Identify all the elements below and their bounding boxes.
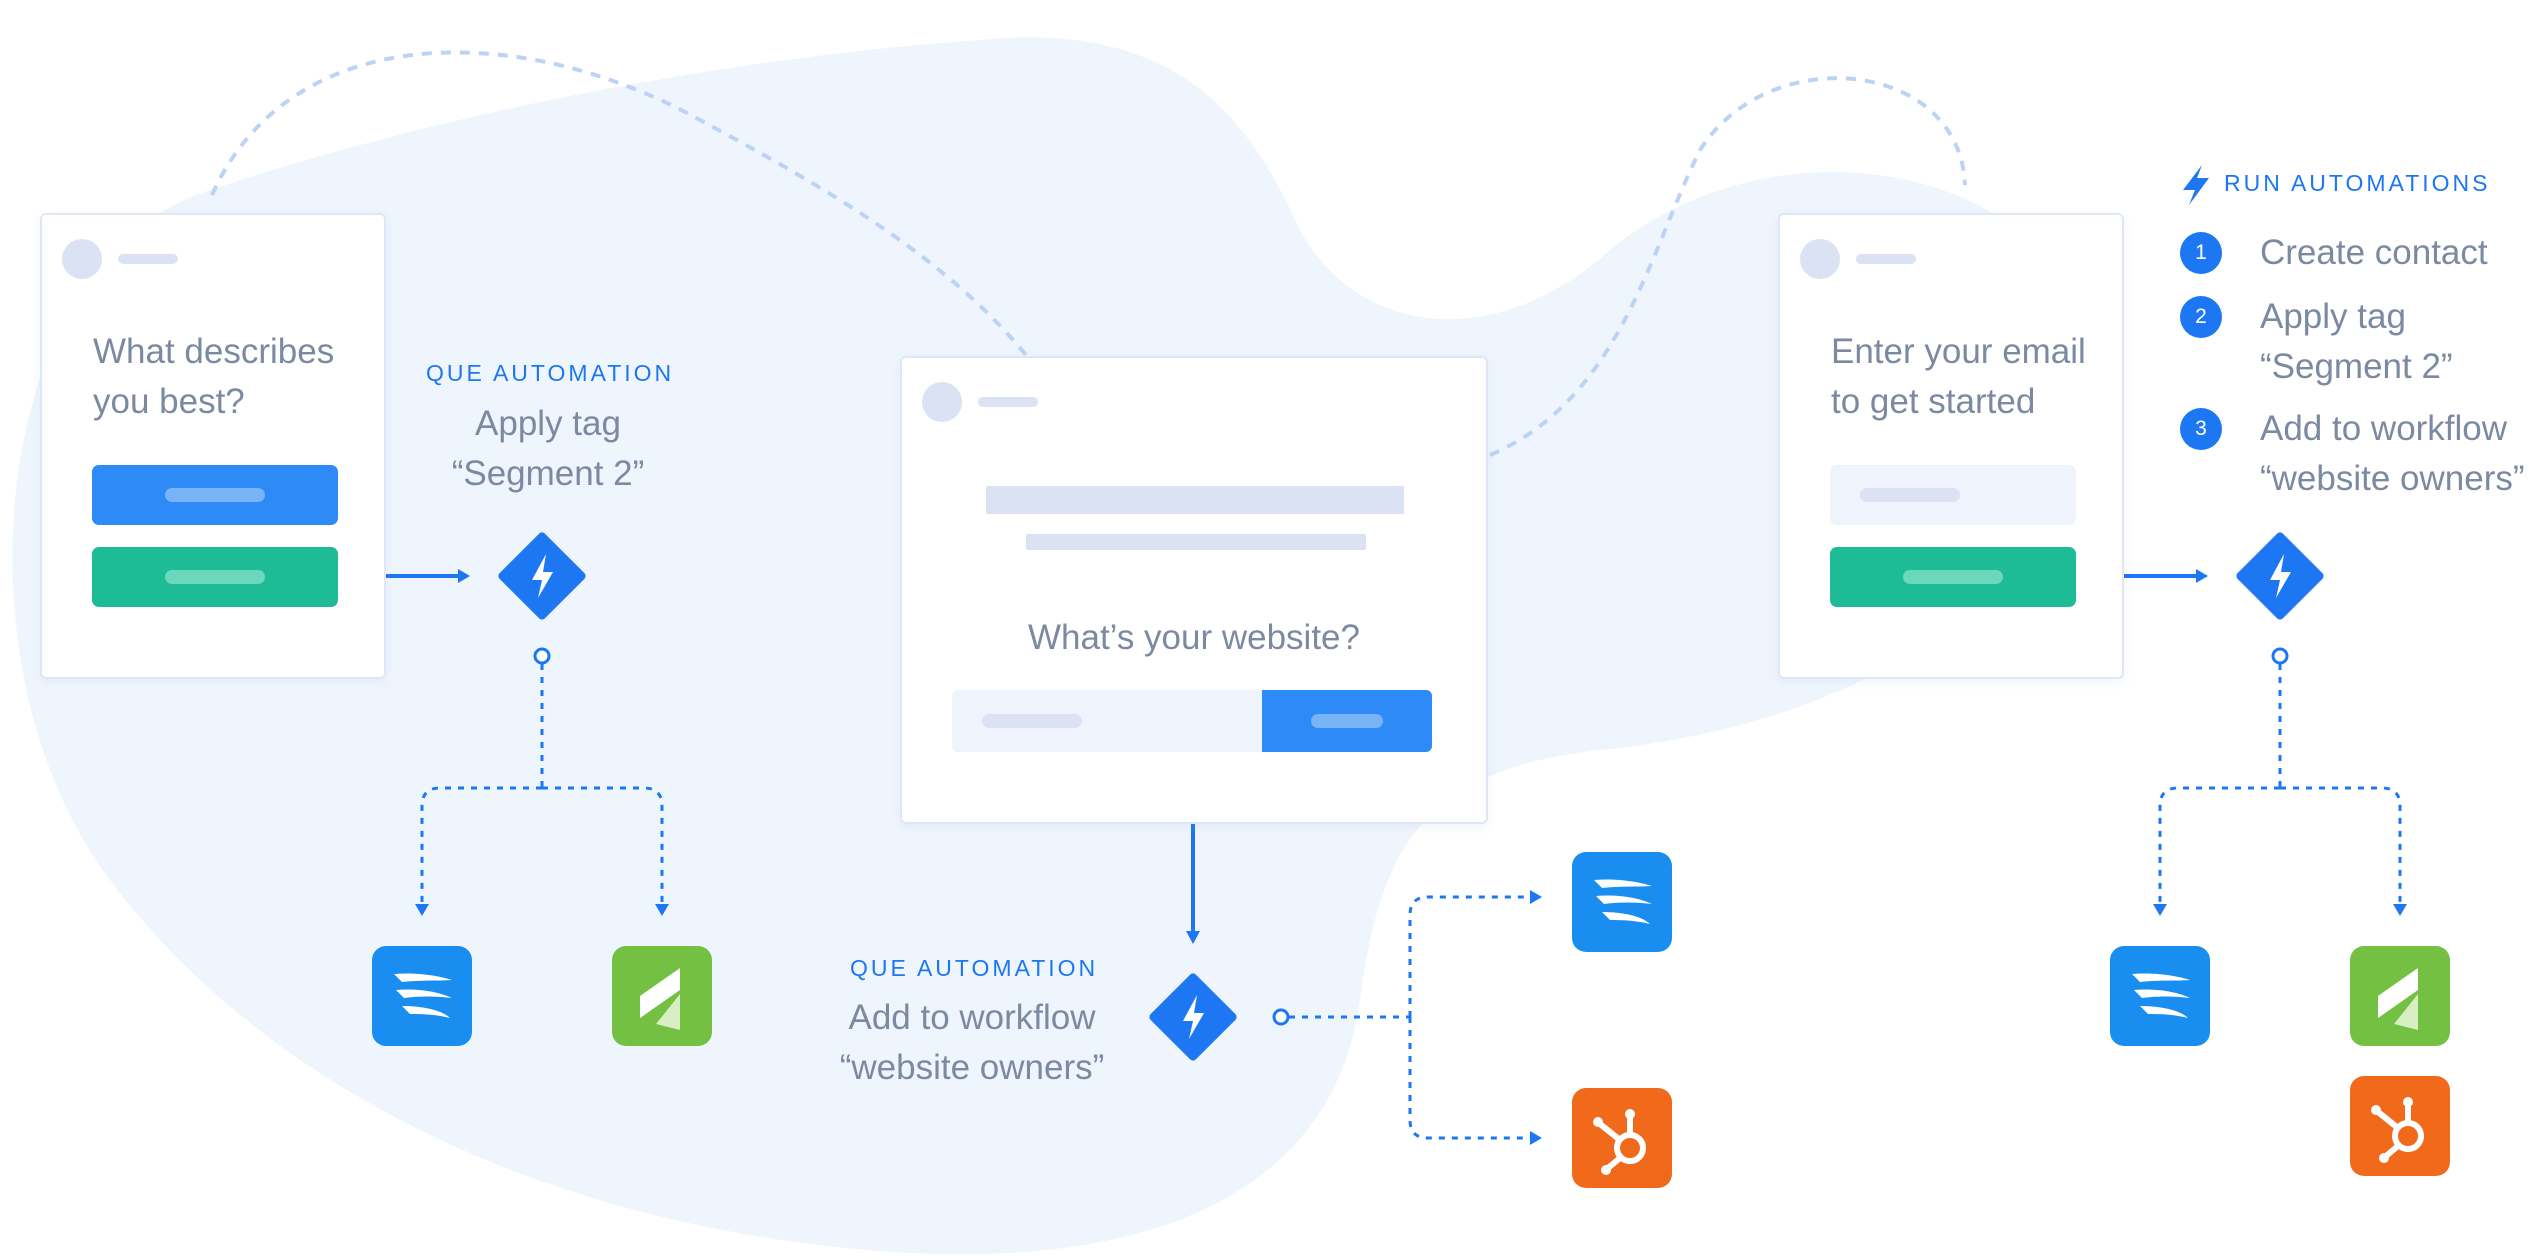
lightning-bolt-icon [1149, 973, 1237, 1061]
title-placeholder [978, 397, 1038, 407]
input-placeholder [1860, 488, 1960, 502]
step-number-badge: 1 [2180, 232, 2222, 274]
title-placeholder [118, 254, 178, 264]
button-label-placeholder [165, 488, 265, 502]
website-input[interactable] [952, 690, 1272, 752]
card-question: Enter your email to get started [1831, 332, 2086, 421]
subheading-placeholder [1026, 534, 1366, 550]
title-placeholder [1856, 254, 1916, 264]
decorative-dashed-arc-left [210, 50, 1032, 362]
get-started-button[interactable] [1830, 547, 2076, 607]
avatar-placeholder [62, 239, 102, 279]
branch-bolt2 [1289, 895, 1530, 1140]
card-question: What’s your website? [1027, 618, 1360, 657]
form-card-step2: What’s your website? [900, 356, 1488, 824]
email-input[interactable] [1830, 465, 2076, 525]
step-text: Apply tag “Segment 2” [2260, 297, 2453, 386]
automation-description: Apply tag “Segment 2” [451, 404, 645, 493]
mailchimp-like-wing-logo [372, 946, 472, 1046]
infusionsoft-like-leaf-logo [2350, 946, 2450, 1046]
run-automations-list: 1 Create contact 2 Apply tag “Segment 2”… [2180, 228, 2540, 508]
website-submit-button[interactable] [1262, 690, 1432, 752]
branch-bolt3-markers [2153, 647, 2407, 916]
branch-bolt2-markers [1272, 890, 1542, 1145]
form-card-step1: What describes you best? [40, 213, 386, 679]
button-label-placeholder [1903, 570, 2003, 584]
form-card-step3: Enter your email to get started [1778, 213, 2124, 679]
mailchimp-like-wing-logo [2110, 946, 2210, 1046]
answer-button-1[interactable] [92, 465, 338, 525]
avatar-placeholder [1800, 239, 1840, 279]
branch-bolt1-markers [415, 647, 669, 916]
lightning-bolt-icon [498, 532, 586, 620]
avatar-placeholder [922, 382, 962, 422]
heading-placeholder [986, 486, 1404, 514]
card-question: What describes you best? [93, 332, 335, 421]
step-text: Add to workflow “website owners” [2260, 409, 2525, 498]
step-number-badge: 3 [2180, 408, 2222, 450]
run-automations-caption: RUN AUTOMATIONS [2224, 170, 2491, 196]
answer-button-2[interactable] [92, 547, 338, 607]
automation-caption: QUE AUTOMATION [426, 360, 675, 386]
infusionsoft-like-leaf-logo [612, 946, 712, 1046]
lightning-bolt-icon [2236, 532, 2324, 620]
automation-description: Add to workflow “website owners” [839, 998, 1105, 1087]
decorative-dashed-arc-right [1489, 76, 1967, 457]
hubspot-sprocket-logo [1572, 1088, 1672, 1188]
step-text: Create contact [2260, 233, 2488, 272]
input-placeholder [982, 714, 1082, 728]
branch-bolt1 [420, 664, 664, 905]
hubspot-sprocket-logo [2350, 1076, 2450, 1176]
step-number-badge: 2 [2180, 296, 2222, 338]
lightning-bolt-icon [2183, 165, 2209, 205]
automation-caption: QUE AUTOMATION [850, 955, 1099, 981]
button-label-placeholder [165, 570, 265, 584]
branch-bolt3 [2158, 664, 2402, 905]
button-label-placeholder [1311, 714, 1383, 728]
mailchimp-like-wing-logo [1572, 852, 1672, 952]
